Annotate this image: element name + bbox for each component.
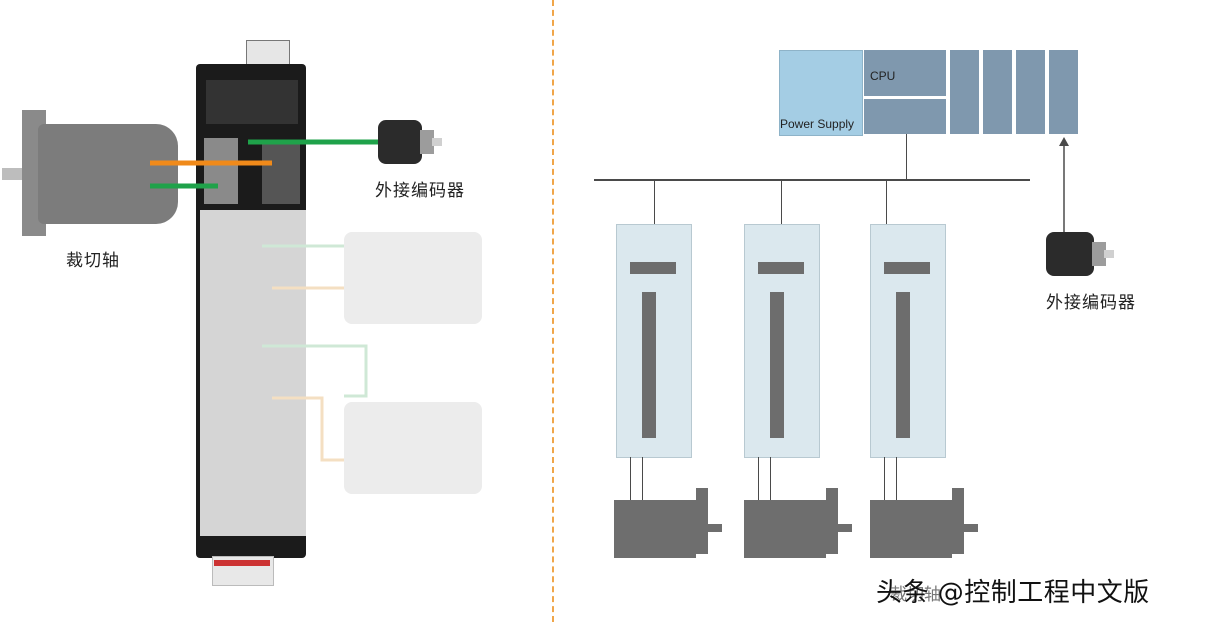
ghost-drive-2 (344, 402, 482, 494)
io-slot-3 (1016, 50, 1045, 134)
encoder-shaft (432, 138, 442, 146)
servo-drive-2-slot (770, 292, 784, 438)
drive-display-panel (206, 80, 298, 124)
servo-motor-2-flange (826, 488, 838, 554)
motor-shaft (2, 168, 24, 180)
fieldbus-line (594, 179, 1030, 181)
servo-motor-3-shaft (964, 524, 978, 532)
motor-cable-2a (758, 457, 759, 501)
power-supply-label: Power Supply (780, 117, 855, 131)
drive-terminal-block (262, 140, 300, 204)
encoder-icon (378, 120, 422, 164)
panel-divider (552, 0, 554, 622)
servo-motor-icon (870, 500, 952, 558)
servo-motor-icon (744, 500, 826, 558)
cutting-axis-label-right: 裁切轴 (890, 585, 941, 605)
motor-cable-3b (896, 457, 897, 501)
ghost-cables (262, 244, 368, 462)
servo-drive-1-display (630, 262, 676, 274)
left-panel: 裁切轴 外接编码器 (0, 0, 552, 622)
cutting-axis-motor-icon (38, 124, 178, 224)
external-encoder-label-right: 外接编码器 (1046, 293, 1136, 313)
bus-drop-3 (886, 181, 887, 224)
servo-motor-1-shaft (708, 524, 722, 532)
encoder-arrow (1059, 137, 1069, 234)
servo-drive-2-display (758, 262, 804, 274)
servo-motor-2-shaft (838, 524, 852, 532)
watermark: 头条 @控制工程中文版 (876, 578, 1150, 608)
cpu-module (864, 50, 946, 96)
servo-motor-icon (614, 500, 696, 558)
motor-cable-2b (770, 457, 771, 501)
bus-drop-2 (781, 181, 782, 224)
cutting-axis-label: 裁切轴 (66, 251, 120, 271)
servo-drive-3-display (884, 262, 930, 274)
encoder-cap (420, 130, 434, 154)
external-encoder-label-left: 外接编码器 (375, 181, 465, 201)
servo-drive-1-slot (642, 292, 656, 438)
bus-drop-1 (654, 181, 655, 224)
encoder-icon (1046, 232, 1094, 276)
io-slot-2 (983, 50, 1012, 134)
servo-drive-3-slot (896, 292, 910, 438)
warning-tag-stripe (214, 560, 270, 566)
motor-cable-3a (884, 457, 885, 501)
servo-motor-1-flange (696, 488, 708, 554)
drive-connector (204, 138, 238, 204)
motor-cable-1a (630, 457, 631, 501)
encoder-cap-right (1092, 242, 1106, 266)
ghost-drive-1 (344, 232, 482, 324)
connection-cables (150, 139, 380, 189)
encoder-shaft-right (1104, 250, 1114, 258)
power-supply-module (779, 50, 863, 136)
plc-bus-drop (906, 134, 907, 180)
cpu-label: CPU (870, 69, 896, 83)
motor-cable-1b (642, 457, 643, 501)
io-slot-1 (950, 50, 979, 134)
servo-motor-3-flange (952, 488, 964, 554)
io-slot-4 (1049, 50, 1078, 134)
cpu-module-lower (864, 99, 946, 134)
